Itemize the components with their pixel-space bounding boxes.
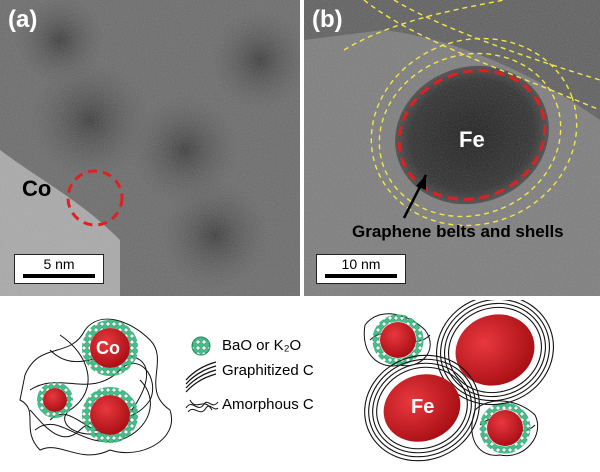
promoter-dot-icon [191, 336, 211, 356]
graphitic-shells-bottom [364, 354, 480, 462]
tem-image-a [0, 0, 300, 296]
amorphous-carbon-icon [185, 399, 219, 413]
panel-a-label: (a) [8, 6, 38, 33]
co-particle-label: Co [22, 176, 52, 201]
schematic-drawing [19, 294, 554, 462]
legend-amorphous-label: Amorphous C [222, 396, 314, 413]
annotation-arrow-head-icon [416, 175, 426, 190]
graphene-shell-outlines [343, 0, 600, 227]
co-particle-medium [90, 395, 130, 435]
fe-particle-small-bottom [487, 410, 523, 446]
fe-particle-large-bottom [383, 374, 461, 442]
scale-bar-b: 10 nm [316, 254, 406, 284]
scale-bar-a: 5 nm [14, 254, 104, 284]
co-particle-small [43, 388, 67, 412]
legend-promoter-label: BaO or K₂O [222, 337, 302, 354]
schematic-co-label: Co [96, 338, 120, 358]
fe-particle-label: Fe [459, 127, 485, 152]
scale-bar-a-line [23, 274, 95, 278]
panel-b-label: (b) [312, 6, 343, 33]
graphitized-carbon-icon [185, 361, 217, 393]
scale-bar-b-line [325, 274, 397, 278]
schematic-area: Co Fe BaO or K₂O Graphitized C Amorphous… [0, 294, 600, 467]
schematic-fe-label: Fe [411, 396, 435, 418]
graphene-annotation: Graphene belts and shells [352, 222, 564, 241]
fe-particle-small-top [380, 322, 416, 358]
scale-bar-b-label: 10 nm [341, 256, 381, 272]
tem-panel-a: (a) Co [0, 0, 300, 296]
tem-panel-b: (b) [304, 0, 600, 296]
co-particle-circle [66, 169, 124, 227]
co-particle-large [90, 328, 130, 368]
fe-particle-large-top [455, 314, 535, 386]
scale-bar-a-label: 5 nm [43, 256, 75, 272]
legend-graphitized-label: Graphitized C [222, 362, 314, 379]
tem-image-b [304, 0, 600, 296]
